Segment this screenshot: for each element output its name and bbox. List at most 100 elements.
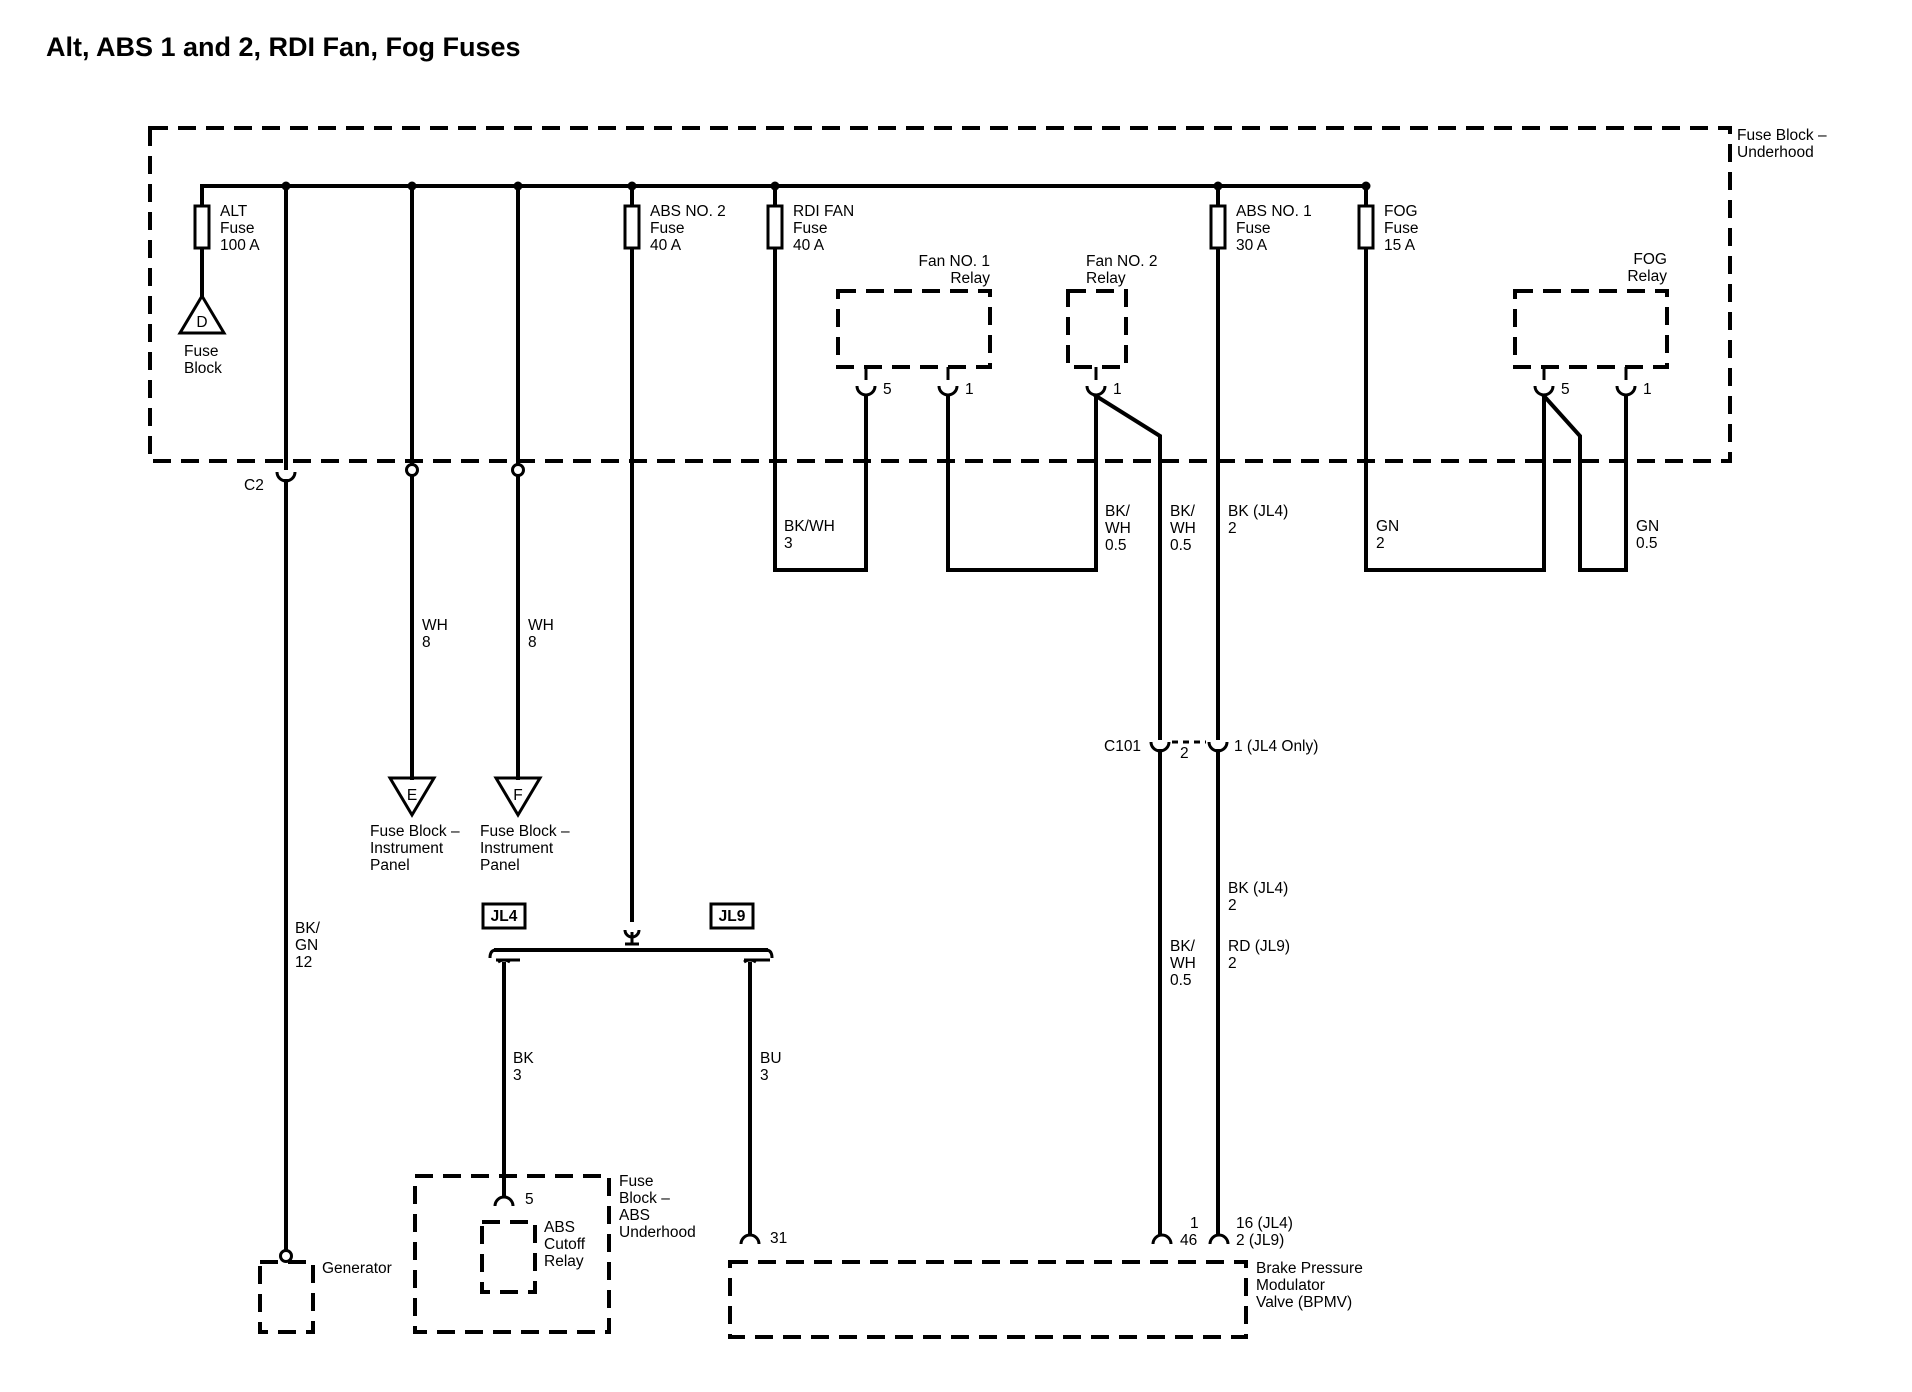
abs2-splice-tail xyxy=(625,932,639,946)
fan1-pin1-label: 1 xyxy=(965,381,974,398)
wire-label-lower-bkwh-1: BK/ xyxy=(1170,938,1196,955)
fan2-to-c101-wire xyxy=(1093,393,1162,740)
ref-d-text-2: Block xyxy=(184,360,222,377)
alt-fuse-name: ALT xyxy=(220,203,248,220)
fuse-block-abs-label-4: Underhood xyxy=(619,1224,696,1241)
wire-label-bu3-2: 3 xyxy=(760,1067,769,1084)
wire-label-lower-bk-jl4-2: 2 xyxy=(1228,897,1237,914)
rdi-fuse-name: RDI FAN xyxy=(793,203,854,220)
wire-label-bkgn-3: 12 xyxy=(295,954,312,971)
option-jl9-box xyxy=(709,902,755,930)
bpmv-pin-46-symbol xyxy=(1151,1233,1173,1245)
fuse-block-abs-label-2: Block – xyxy=(619,1190,670,1207)
wire-label-bk3-2: 3 xyxy=(513,1067,522,1084)
fuse-block-abs-label-1: Fuse xyxy=(619,1173,653,1190)
option-jl4-label: JL4 xyxy=(491,908,518,925)
ref-f-letter: F xyxy=(513,787,522,804)
fan1-pin5-symbol xyxy=(855,385,877,397)
jl9-bar-end xyxy=(765,948,774,959)
abs-cutoff-relay-outline xyxy=(480,1220,537,1294)
abs2-fuse-type: Fuse xyxy=(650,220,684,237)
alt-fuse-symbol xyxy=(193,204,211,250)
fuse-block-underhood-outline xyxy=(148,126,1732,463)
fog-fuse-symbol xyxy=(1357,204,1375,250)
wire-label-fan2-bkwh-2: WH xyxy=(1105,520,1131,537)
fan2-relay-label-2: Relay xyxy=(1086,270,1126,287)
wire-label-lower-bk-jl4-1: BK (JL4) xyxy=(1228,880,1288,897)
fog-fuse-type: Fuse xyxy=(1384,220,1418,237)
wire-label-bkgn-1: BK/ xyxy=(295,920,321,937)
abs-cutoff-relay-label-1: ABS xyxy=(544,1219,575,1236)
abs1-fuse-name: ABS NO. 1 xyxy=(1236,203,1312,220)
wire-label-wh8-f-2: 8 xyxy=(528,634,537,651)
option-jl4-box xyxy=(481,902,527,930)
bpmv-outline xyxy=(728,1260,1248,1339)
connector-c101-label: C101 xyxy=(1104,738,1141,755)
ref-d-triangle xyxy=(177,293,227,335)
jl9-branch-break xyxy=(743,958,757,964)
fan2-relay-outline xyxy=(1066,289,1128,369)
fuse-block-underhood-label-1: Fuse Block – xyxy=(1737,127,1827,144)
rdi-fuse-rating: 40 A xyxy=(793,237,825,254)
fan1-relay-label-2: Relay xyxy=(950,270,990,287)
ref-e-triangle xyxy=(387,776,437,818)
ref-d-letter: D xyxy=(196,314,207,331)
generator-label: Generator xyxy=(322,1260,392,1277)
wire-label-c101-bkwh-2: WH xyxy=(1170,520,1196,537)
fan1-relay-outline xyxy=(836,289,992,369)
abs2-fuse-name: ABS NO. 2 xyxy=(650,203,726,220)
abs1-fuse-type: Fuse xyxy=(1236,220,1270,237)
fog-fuse-rating: 15 A xyxy=(1384,237,1416,254)
wire-label-lower-rd-jl9-1: RD (JL9) xyxy=(1228,938,1290,955)
abs2-fuse-rating: 40 A xyxy=(650,237,682,254)
bpmv-pin-31: 31 xyxy=(770,1230,787,1247)
abs2-fuse-symbol xyxy=(623,204,641,250)
fog-relay-label-2: Relay xyxy=(1627,268,1667,285)
wire-label-wh8-e-1: WH xyxy=(422,617,448,634)
wire-label-c101-bkwh-3: 0.5 xyxy=(1170,537,1192,554)
fog-jumper-wire xyxy=(1541,393,1628,572)
fog-pin1-label: 1 xyxy=(1643,381,1652,398)
wire-label-wh8-e-2: 8 xyxy=(422,634,431,651)
connector-e-pin xyxy=(405,463,419,477)
ref-f-text-1: Fuse Block – xyxy=(480,823,570,840)
abs-relay-pin-5: 5 xyxy=(525,1191,534,1208)
fuse-block-underhood-label-2: Underhood xyxy=(1737,144,1814,161)
jl4-branch-break xyxy=(497,958,511,964)
fan2-pin1-label: 1 xyxy=(1113,381,1122,398)
bpmv-pin-46: 46 xyxy=(1180,1232,1197,1249)
wire-label-fan2-bkwh-3: 0.5 xyxy=(1105,537,1127,554)
wire-label-lower-bkwh-2: WH xyxy=(1170,955,1196,972)
connector-c101-pin1: 1 (JL4 Only) xyxy=(1234,738,1318,755)
fuse-block-abs-label-3: ABS xyxy=(619,1207,650,1224)
wire-label-abs1-bk-1: BK (JL4) xyxy=(1228,503,1288,520)
ref-e-letter: E xyxy=(407,787,417,804)
bpmv-pin-2-symbol xyxy=(1208,1233,1230,1245)
rdi-fan-fuse-symbol xyxy=(766,204,784,250)
fan2-relay-label-1: Fan NO. 2 xyxy=(1086,253,1158,270)
ref-e-text-2: Instrument xyxy=(370,840,444,857)
wire-label-bkwh3-2: 3 xyxy=(784,535,793,552)
abs-cutoff-relay-label-2: Cutoff xyxy=(544,1236,586,1253)
ref-f-text-3: Panel xyxy=(480,857,520,874)
wire-label-bkwh3-1: BK/WH xyxy=(784,518,835,535)
wire-label-lower-rd-jl9-2: 2 xyxy=(1228,955,1237,972)
ref-e-text-3: Panel xyxy=(370,857,410,874)
wire-label-fog-gn2-2: 2 xyxy=(1376,535,1385,552)
fog-fuse-name: FOG xyxy=(1384,203,1418,220)
alt-fuse-rating: 100 A xyxy=(220,237,260,254)
ref-e-text-1: Fuse Block – xyxy=(370,823,460,840)
connector-c2-label: C2 xyxy=(244,477,264,494)
alt-fuse-type: Fuse xyxy=(220,220,254,237)
wire-label-bk3-1: BK xyxy=(513,1050,534,1067)
abs-relay-pin-5-symbol xyxy=(493,1195,515,1207)
connector-f-pin xyxy=(511,463,525,477)
fan1-relay-label-1: Fan NO. 1 xyxy=(919,253,991,270)
wire-label-abs1-bk-2: 2 xyxy=(1228,520,1237,537)
wire-label-fog-gn05-2: 0.5 xyxy=(1636,535,1658,552)
bpmv-pin-31-symbol xyxy=(739,1233,761,1245)
fog-pin5-label: 5 xyxy=(1561,381,1570,398)
connector-c101-pin2: 2 xyxy=(1180,745,1189,762)
abs1-fuse-symbol xyxy=(1209,204,1227,250)
